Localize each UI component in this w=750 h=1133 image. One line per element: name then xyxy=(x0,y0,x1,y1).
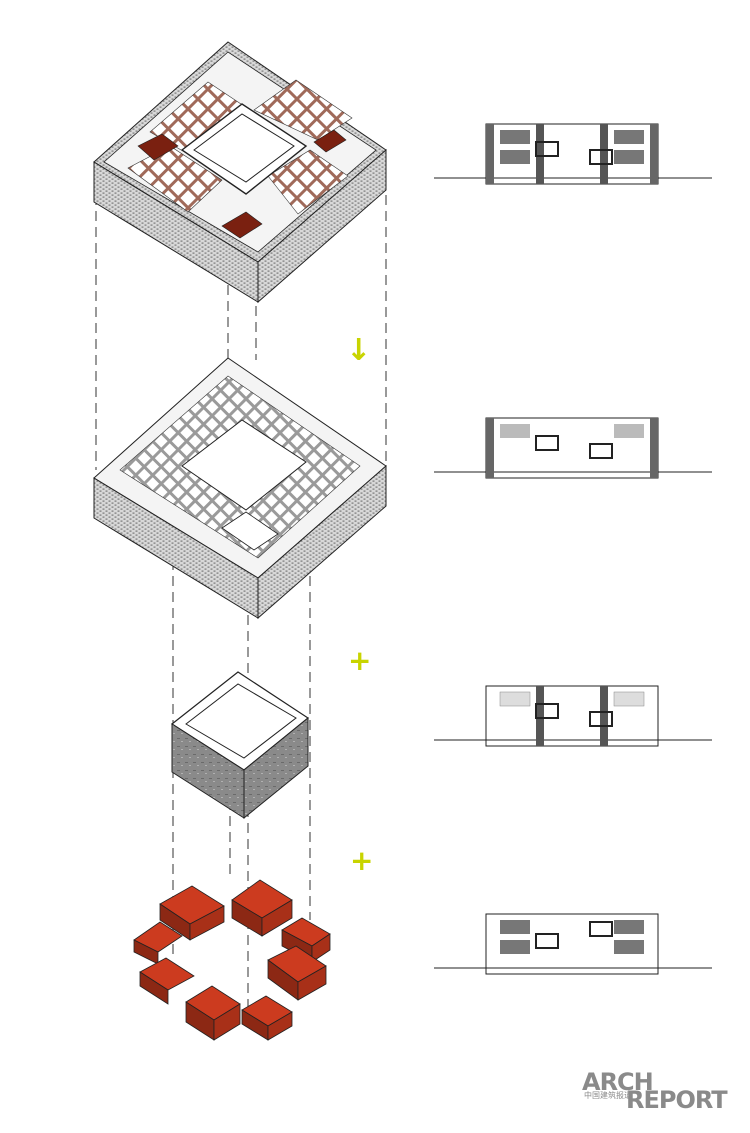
section-1 xyxy=(434,123,712,185)
brand-report: REPORT xyxy=(626,1086,728,1114)
brand-arch: ARCH xyxy=(582,1068,654,1096)
step-lattice-shell xyxy=(93,357,387,620)
plus-icon: + xyxy=(350,844,373,877)
plus-icon: + xyxy=(348,644,371,677)
section-3 xyxy=(434,685,712,747)
step-combined-roof xyxy=(93,41,387,304)
section-4 xyxy=(434,913,712,975)
step-red-blocks xyxy=(133,879,331,1041)
arrow-down-icon: ↓ xyxy=(346,333,371,368)
step-core-volume xyxy=(170,671,310,820)
archreport-logo: ARCH 中国建筑报道 REPORT xyxy=(582,1070,742,1120)
section-2 xyxy=(434,417,712,479)
brand-cn: 中国建筑报道 xyxy=(584,1091,632,1100)
